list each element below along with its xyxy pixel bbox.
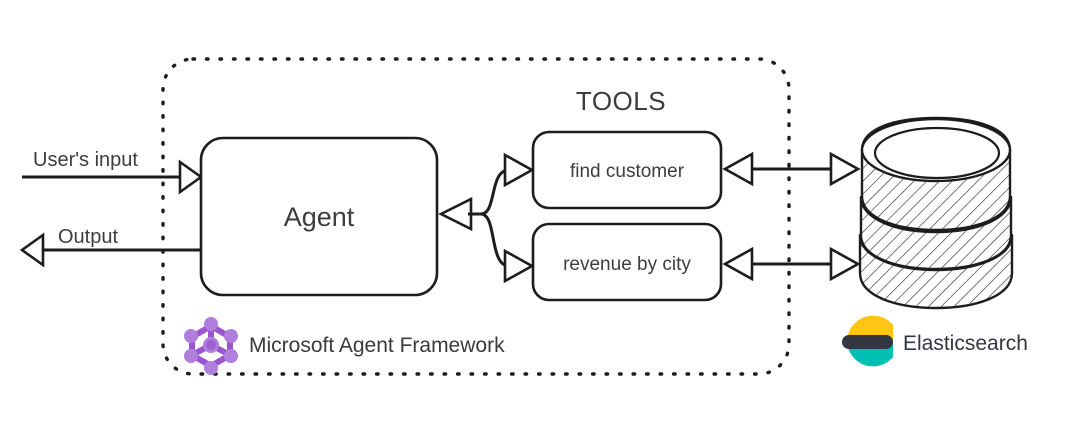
database-cylinder-icon (858, 116, 1014, 310)
output-label: Output (58, 226, 118, 248)
tool-datastore-arrow-bottom (722, 246, 861, 282)
tool-node-find-customer[interactable] (531, 130, 723, 210)
output-arrow (19, 232, 200, 268)
framework-label: Microsoft Agent Framework (249, 334, 505, 357)
framework-boundary-region (161, 57, 791, 376)
tool-label-find-customer: find customer (570, 161, 685, 182)
elasticsearch-logo (842, 315, 893, 367)
user-input-arrow (22, 159, 204, 195)
agent-label: Agent (284, 202, 355, 232)
user-input-label: User's input (33, 149, 138, 171)
agent-node[interactable] (199, 136, 439, 297)
tool-label-revenue-by-city: revenue by city (563, 254, 691, 275)
datastore-label: Elasticsearch (903, 332, 1028, 355)
microsoft-agent-framework-logo (184, 317, 238, 375)
agent-tools-connector (438, 152, 535, 284)
tool-node-revenue-by-city[interactable] (531, 222, 723, 302)
tools-section-title: TOOLS (576, 86, 666, 116)
tool-datastore-arrow-top (722, 151, 861, 187)
